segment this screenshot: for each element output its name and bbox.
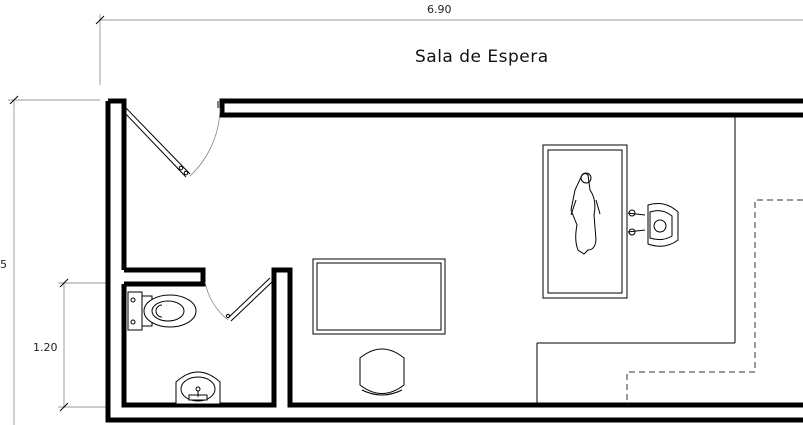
dimension-height: 5 xyxy=(0,95,100,425)
interior-lines xyxy=(536,115,736,405)
dimension-width-label: 6.90 xyxy=(427,3,452,16)
seated-person xyxy=(627,203,679,247)
room-label: Sala de Espera xyxy=(415,47,549,67)
dimension-bathroom-label: 1.20 xyxy=(33,341,58,354)
bathroom-door xyxy=(204,277,274,322)
desk-chair xyxy=(359,348,405,396)
exam-bed xyxy=(542,144,628,299)
sink xyxy=(175,371,221,405)
toilet xyxy=(127,291,197,331)
dimension-bathroom: 1.20 xyxy=(33,278,110,412)
dimension-height-label: 5 xyxy=(0,258,7,271)
dimension-width: 6.90 xyxy=(95,3,803,85)
dashed-outline xyxy=(626,199,803,405)
entrance-door xyxy=(122,101,221,178)
desk xyxy=(312,258,446,335)
walls xyxy=(105,98,803,423)
